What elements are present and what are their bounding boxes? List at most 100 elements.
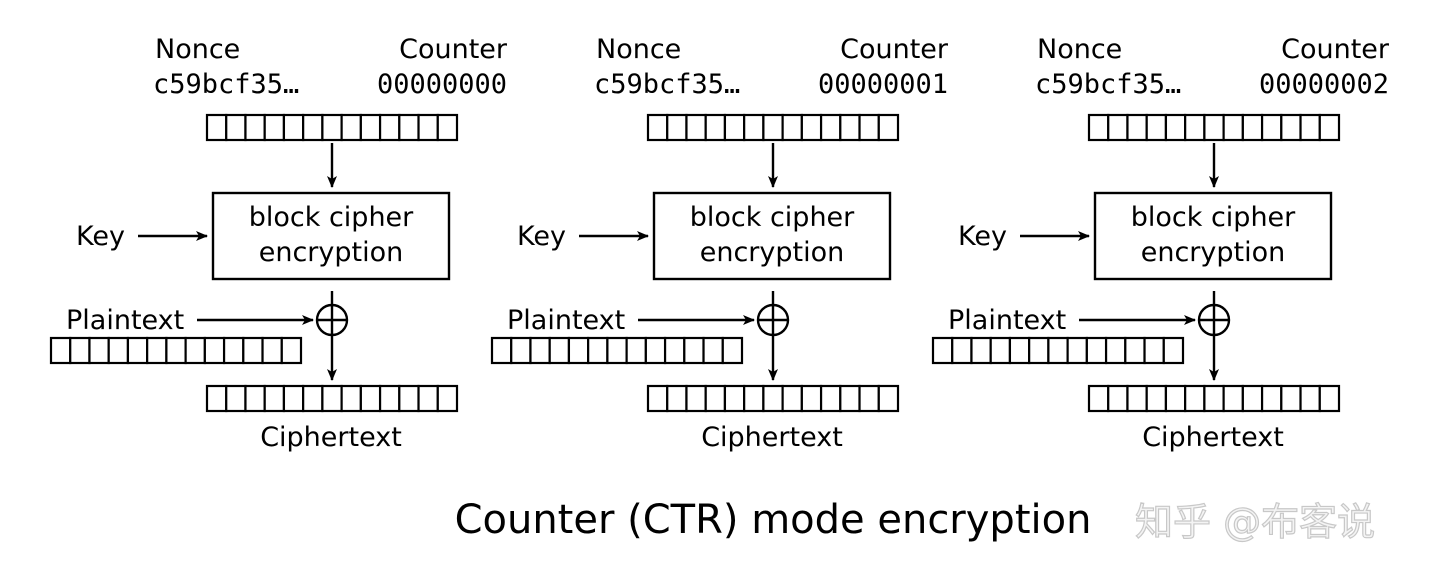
block-cell xyxy=(685,113,707,142)
block-cell xyxy=(663,336,686,365)
block-cell xyxy=(126,336,149,365)
key-label: Key xyxy=(517,221,566,252)
block-cell xyxy=(704,384,727,413)
block-cell xyxy=(567,336,590,365)
block-cell xyxy=(877,113,900,142)
block-cell xyxy=(225,113,247,142)
block-cell xyxy=(1260,384,1283,413)
block-cell xyxy=(1028,336,1050,365)
block-cell xyxy=(646,113,669,142)
block-cell xyxy=(1299,113,1321,142)
block-cell xyxy=(378,113,401,142)
block-cell xyxy=(436,384,459,413)
nonce-label: Nonce xyxy=(1037,34,1122,65)
plaintext-block xyxy=(490,336,744,365)
block-cell xyxy=(244,113,266,142)
block-cell xyxy=(1318,113,1341,142)
key-label: Key xyxy=(76,221,125,252)
block-cell xyxy=(762,384,784,413)
block-cell xyxy=(529,336,551,365)
block-cell xyxy=(340,113,362,142)
block-cell xyxy=(723,113,746,142)
counter-value: 00000001 xyxy=(818,69,948,100)
counter-label: Counter xyxy=(399,34,508,65)
ciphertext-label: Ciphertext xyxy=(260,422,402,453)
block-cell xyxy=(646,384,669,413)
block-cell xyxy=(644,336,667,365)
block-cell xyxy=(1222,113,1244,142)
block-cell xyxy=(666,113,688,142)
block-cell xyxy=(1162,336,1185,365)
block-cell xyxy=(1126,384,1148,413)
block-cell xyxy=(1280,384,1302,413)
block-cell xyxy=(302,384,324,413)
block-cell xyxy=(1008,336,1031,365)
block-cell xyxy=(340,384,362,413)
cipher-box-line2: encryption xyxy=(259,237,404,268)
block-cell xyxy=(1164,384,1187,413)
block-cell xyxy=(359,384,382,413)
block-cell xyxy=(282,384,305,413)
block-cell xyxy=(107,336,130,365)
block-cell xyxy=(800,113,823,142)
input-block xyxy=(646,113,900,142)
cipher-box-line1: block cipher xyxy=(690,202,855,233)
block-cell xyxy=(548,336,571,365)
block-cell xyxy=(69,336,91,365)
block-cell xyxy=(417,113,439,142)
input-block xyxy=(205,113,459,142)
block-cell xyxy=(1299,384,1321,413)
block-cell xyxy=(1318,384,1341,413)
key-label: Key xyxy=(958,221,1007,252)
block-cell xyxy=(587,336,609,365)
cipher-box-line2: encryption xyxy=(1141,237,1286,268)
panel-1: Nonce c59bcf35… Counter 00000001 block c… xyxy=(490,34,949,453)
block-cell xyxy=(1087,113,1110,142)
block-cell xyxy=(146,336,168,365)
block-cipher-box xyxy=(1093,191,1333,281)
plaintext-label: Plaintext xyxy=(507,305,625,336)
block-cell xyxy=(242,336,264,365)
block-cell xyxy=(781,384,803,413)
nonce-label: Nonce xyxy=(155,34,240,65)
block-cell xyxy=(685,384,707,413)
block-cell xyxy=(606,336,628,365)
block-cell xyxy=(280,336,303,365)
block-cell xyxy=(244,384,266,413)
ciphertext-block xyxy=(646,384,900,413)
plaintext-block xyxy=(49,336,303,365)
block-cell xyxy=(398,384,420,413)
block-cell xyxy=(510,336,532,365)
block-cell xyxy=(1241,113,1264,142)
block-cell xyxy=(1066,336,1088,365)
block-cell xyxy=(702,336,724,365)
block-cell xyxy=(321,384,343,413)
block-cell xyxy=(225,384,247,413)
panel-2: Nonce c59bcf35… Counter 00000002 block c… xyxy=(931,34,1390,453)
block-cell xyxy=(666,384,688,413)
block-cell xyxy=(1143,336,1165,365)
ciphertext-label: Ciphertext xyxy=(701,422,843,453)
block-cell xyxy=(1241,384,1264,413)
block-cell xyxy=(858,113,880,142)
block-cell xyxy=(743,113,765,142)
block-cell xyxy=(1107,113,1129,142)
nonce-value: c59bcf35… xyxy=(594,69,740,100)
nonce-label: Nonce xyxy=(596,34,681,65)
block-cell xyxy=(1126,113,1148,142)
plaintext-label: Plaintext xyxy=(948,305,1066,336)
watermark: 知乎 @布客说 xyxy=(1135,500,1375,544)
block-cell xyxy=(1222,384,1244,413)
input-block xyxy=(1087,113,1341,142)
nonce-value: c59bcf35… xyxy=(1035,69,1181,100)
block-cell xyxy=(321,113,343,142)
block-cell xyxy=(88,336,110,365)
block-cell xyxy=(184,336,206,365)
block-cell xyxy=(378,384,401,413)
block-cell xyxy=(762,113,784,142)
block-cell xyxy=(417,384,439,413)
panel-0: Nonce c59bcf35… Counter 00000000 block c… xyxy=(49,34,508,453)
block-cipher-box xyxy=(211,191,451,281)
counter-label: Counter xyxy=(1281,34,1390,65)
